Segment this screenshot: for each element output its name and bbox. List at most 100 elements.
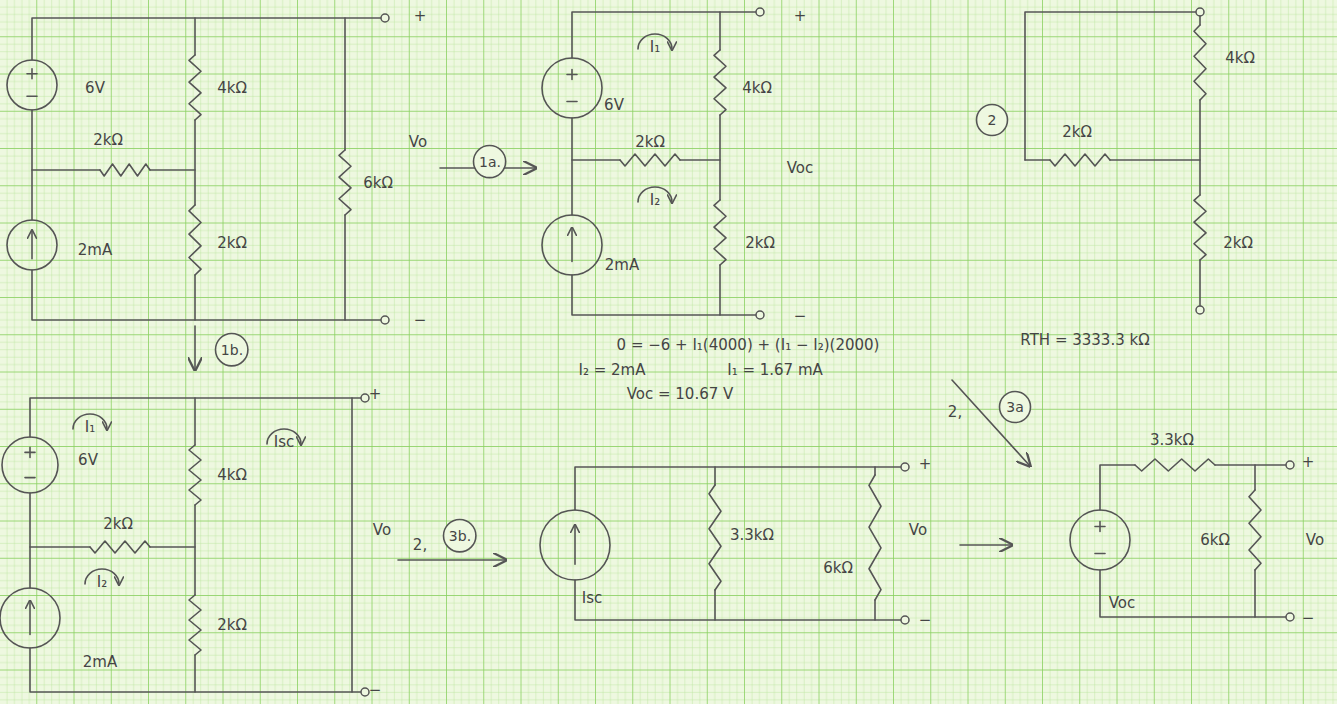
current-arrow <box>31 231 33 259</box>
current-arrow <box>571 229 573 262</box>
resistor-symbol <box>189 445 201 505</box>
label-text: 6V <box>85 79 105 97</box>
step-arrow <box>960 544 1012 546</box>
label-text: Voc <box>1109 594 1136 612</box>
terminal-symbol <box>901 616 909 624</box>
terminal-symbol <box>1196 306 1204 314</box>
label-text: 6kΩ <box>1200 531 1230 549</box>
wire <box>194 120 196 205</box>
wire <box>351 398 353 692</box>
wire <box>714 467 716 485</box>
wire <box>30 648 361 692</box>
terminal-symbol <box>361 688 369 696</box>
step-number: 1b. <box>221 342 243 358</box>
current-arrow <box>574 526 576 565</box>
terminal-symbol <box>756 311 764 319</box>
plus-sign <box>27 69 37 79</box>
resistor-symbol <box>709 485 721 590</box>
label-text: 2kΩ <box>1062 123 1092 141</box>
wire <box>194 655 196 692</box>
wire <box>1199 100 1201 195</box>
terminal-symbol <box>361 394 369 402</box>
wire <box>29 493 31 588</box>
resistor-symbol <box>1194 195 1206 260</box>
current-arrow <box>29 602 31 635</box>
label-text: Vo <box>909 521 927 539</box>
wire <box>1110 159 1200 161</box>
step-number: 3a <box>1006 399 1024 415</box>
minus-sign <box>25 477 35 479</box>
step-circle: 3b. <box>442 518 477 553</box>
label-text: I₁ <box>85 418 95 436</box>
label-text: 2mA <box>605 256 639 274</box>
resistor-symbol <box>869 475 881 600</box>
wire <box>194 398 196 445</box>
label-text: − <box>414 311 427 329</box>
label-text: Voc <box>787 159 814 177</box>
wire <box>874 467 876 475</box>
wire <box>31 110 33 220</box>
label-text: − <box>1302 609 1315 627</box>
step-circle: 1a. <box>472 144 507 179</box>
wire <box>1025 12 1196 160</box>
resistor-symbol <box>1050 154 1110 166</box>
resistor-symbol <box>90 541 150 553</box>
label-text: + <box>1302 453 1315 471</box>
step-circle: 2 <box>975 103 1009 137</box>
label-text: 0 = −6 + I₁(4000) + (I₁ − I₂)(2000) <box>617 336 880 354</box>
label-text: RTH = 3333.3 kΩ <box>1020 331 1149 349</box>
wire <box>714 590 716 620</box>
label-text: I₁ = 1.67 mA <box>727 361 823 379</box>
voltage-source-symbol <box>7 60 57 110</box>
label-text: 2kΩ <box>103 515 133 533</box>
wire <box>150 169 195 171</box>
wire <box>194 275 196 320</box>
resistor-symbol <box>620 154 680 166</box>
step-number: 1a. <box>479 154 501 170</box>
label-text: 2mA <box>78 241 112 259</box>
label-text: Vo <box>1306 531 1324 549</box>
step-circle: 1b. <box>214 332 249 367</box>
current-source-symbol <box>7 220 57 270</box>
resistor-symbol <box>714 50 726 115</box>
wire <box>344 215 346 320</box>
label-text: 2, <box>948 403 962 421</box>
wire <box>344 18 346 150</box>
minus-sign <box>27 95 37 97</box>
wire <box>680 159 720 161</box>
label-text: + <box>794 7 807 25</box>
label-text: 2, <box>413 536 427 554</box>
label-text: − <box>369 681 382 699</box>
label-text: 2kΩ <box>745 234 775 252</box>
terminal-symbol <box>901 463 909 471</box>
wire <box>32 18 381 60</box>
wire <box>719 115 721 200</box>
label-text: 2kΩ <box>635 133 665 151</box>
label-text: 2kΩ <box>217 616 247 634</box>
label-text: 4kΩ <box>1225 49 1255 67</box>
resistor-symbol <box>189 55 201 120</box>
label-text: − <box>919 611 932 629</box>
wire <box>575 580 901 620</box>
label-text: I₂ <box>650 191 660 209</box>
resistor-symbol <box>189 595 201 655</box>
label-text: 2mA <box>83 653 117 671</box>
wire <box>150 546 195 548</box>
resistor-symbol <box>339 150 351 215</box>
wire <box>1254 570 1256 617</box>
label-text: Vo <box>373 521 391 539</box>
wire <box>194 18 196 55</box>
label-text: Isc <box>274 433 295 451</box>
wire <box>571 118 573 215</box>
label-text: + <box>414 7 427 25</box>
step-arrow <box>398 559 506 561</box>
label-text: 3.3kΩ <box>730 526 774 544</box>
terminal-symbol <box>381 316 389 324</box>
label-text: Voc = 10.67 V <box>627 385 734 403</box>
label-text: I₂ <box>97 573 107 591</box>
wire <box>572 12 756 58</box>
wire <box>719 265 721 315</box>
wire <box>32 169 100 171</box>
terminal-symbol <box>1286 613 1294 621</box>
